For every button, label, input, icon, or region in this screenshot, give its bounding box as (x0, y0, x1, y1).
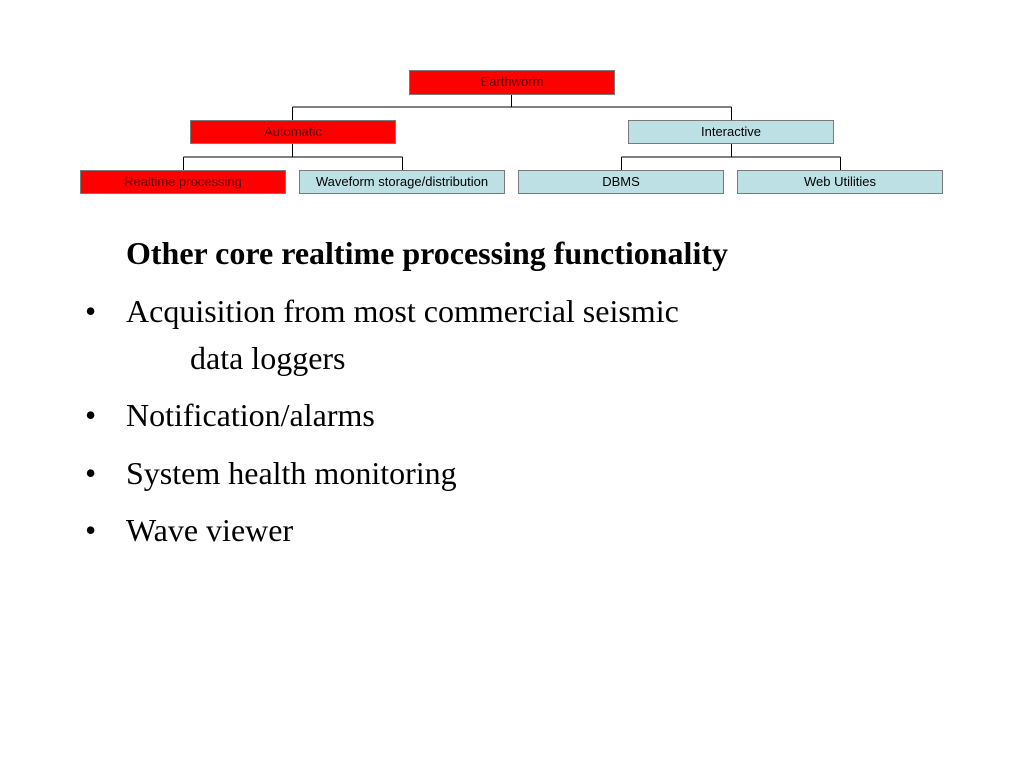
bullet-text: Acquisition from most commercial seismic (126, 293, 679, 329)
node-interactive: Interactive (628, 120, 834, 144)
org-chart-diagram: Earthworm Automatic Interactive Realtime… (0, 0, 1024, 210)
bullet-dot: • (85, 512, 97, 548)
slide-heading: Other core realtime processing functiona… (126, 235, 728, 271)
node-earthworm: Earthworm (409, 70, 615, 95)
org-chart-connectors (183, 95, 841, 170)
node-automatic: Automatic (190, 120, 396, 144)
node-realtime-processing: Realtime processing (80, 170, 286, 194)
node-waveform-storage: Waveform storage/distribution (299, 170, 505, 194)
node-web-utilities: Web Utilities (737, 170, 943, 194)
bullet-text: System health monitoring (126, 455, 457, 491)
bullet-text: Wave viewer (126, 512, 294, 548)
bullet-text-continuation: data loggers (190, 340, 346, 376)
node-dbms: DBMS (518, 170, 724, 194)
bullet-text: Notification/alarms (126, 397, 375, 433)
bullet-dot: • (85, 455, 97, 491)
bullet-dot: • (85, 397, 97, 433)
bullet-dot: • (85, 293, 97, 329)
